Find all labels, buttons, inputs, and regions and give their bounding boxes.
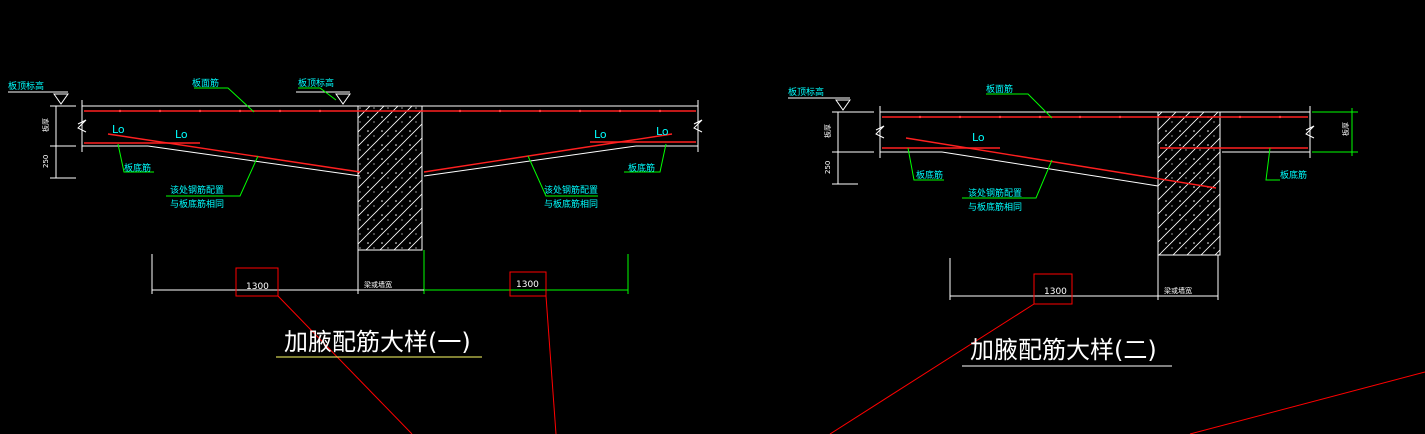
- label-bottom-bar-left-2: 板底筋: [916, 169, 943, 181]
- label-top-bar-2: 板面筋: [986, 83, 1013, 95]
- label-lo-2-1: Lo: [972, 131, 985, 144]
- label-haunch-right-2: 与板底筋相同: [544, 198, 598, 210]
- label-top-elev: 板顶标高: [788, 86, 824, 98]
- label-lo-2: Lo: [175, 128, 188, 141]
- label-top-bar: 板面筋: [192, 77, 219, 89]
- title-1: 加腋配筋大样(一): [284, 328, 471, 356]
- label-lo-3: Lo: [594, 128, 607, 141]
- label-support-width-2: 梁或墙宽: [1164, 286, 1192, 295]
- label-lo-4: Lo: [656, 125, 669, 138]
- left-dim-2: [832, 111, 874, 185]
- rebar-dots-2: [918, 115, 1282, 119]
- bottom-dim-2: [949, 255, 1219, 300]
- label-slab-thk-left: 板厚: [823, 124, 832, 138]
- label-haunch-2-1: 该处钢筋配置: [968, 187, 1022, 199]
- detail-2: 板顶标高 板面筋 板厚 板厚 250 Lo 板底筋 该处钢筋配置 与板底筋相同 …: [788, 83, 1425, 434]
- leader-lines-1: [117, 87, 667, 197]
- label-bottom-bar-right-2: 板底筋: [1280, 169, 1307, 181]
- rebar-dots-1: [118, 109, 662, 113]
- label-top-elev-mid: 板顶标高: [298, 77, 334, 89]
- detail-1: 板顶标高 板面筋 板顶标高 板厚 250 Lo Lo Lo Lo 板底筋 该处钢…: [8, 77, 703, 434]
- label-dim-250: 250: [42, 155, 50, 168]
- left-dim-1: [50, 105, 76, 179]
- dim-2: 1300: [1044, 287, 1067, 297]
- leader-lines-2: [907, 93, 1280, 199]
- highlight-boxes-2: [829, 273, 1425, 434]
- label-haunch-2-2: 与板底筋相同: [968, 201, 1022, 213]
- label-dim-250-2: 250: [824, 161, 832, 174]
- rebar-lines-2: [882, 116, 1308, 189]
- label-haunch-left-2: 与板底筋相同: [170, 198, 224, 210]
- label-lo-1: Lo: [112, 123, 125, 136]
- elevation-marker-1: [8, 91, 351, 105]
- label-haunch-right-1: 该处钢筋配置: [544, 184, 598, 196]
- label-bottom-bar-right: 板底筋: [628, 162, 655, 174]
- label-top-elev-left: 板顶标高: [8, 80, 44, 92]
- rebar-lines-1: [84, 110, 696, 173]
- label-bottom-bar-left: 板底筋: [124, 162, 151, 174]
- support-column-1: [357, 105, 423, 251]
- title-2: 加腋配筋大样(二): [970, 336, 1157, 364]
- label-haunch-left-1: 该处钢筋配置: [170, 184, 224, 196]
- dim-right: 1300: [516, 280, 539, 290]
- label-slab-thk-right: 板厚: [1341, 122, 1350, 136]
- dim-left: 1300: [246, 282, 269, 292]
- elevation-marker-2: [788, 97, 851, 111]
- bottom-dim-1: [151, 250, 629, 294]
- slab-outline-2: [875, 106, 1315, 187]
- highlight-boxes-1: [235, 267, 557, 434]
- right-dim-2: [1312, 108, 1358, 156]
- label-support-width: 梁或墙宽: [364, 280, 392, 289]
- label-slab-thk: 板厚: [41, 118, 50, 132]
